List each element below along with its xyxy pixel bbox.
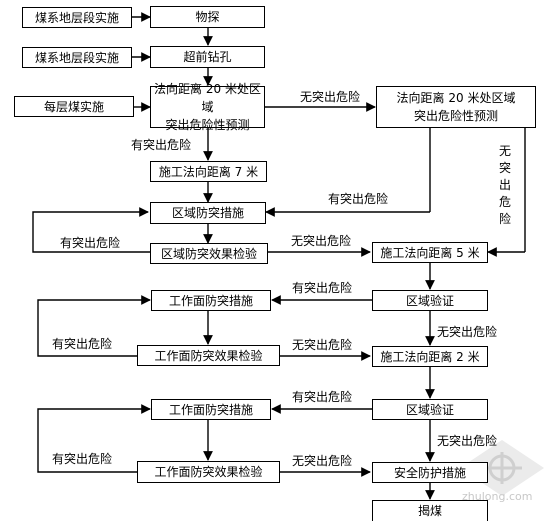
label-no-danger-check: 无突出危险 xyxy=(291,234,352,248)
arrow-check2-loop xyxy=(37,404,151,473)
region-verify-box-2: 区域验证 xyxy=(372,399,488,420)
arrow-check-loop xyxy=(32,207,150,253)
regional-measures-box: 区域防突措施 xyxy=(150,202,266,224)
construct-5m-box: 施工法向距离 5 米 xyxy=(372,242,488,263)
predict-left-line2: 突出危险性预测 xyxy=(165,118,250,132)
label-has-danger-loop2: 有突出危险 xyxy=(52,452,113,466)
face-check-box-2: 工作面防突效果检验 xyxy=(137,461,280,483)
watermark-text: zhulong.com xyxy=(462,490,533,503)
label-no-danger-check2: 无突出危险 xyxy=(292,454,353,468)
predict-left-box: 法向距离 20 米处区域 突出危险性预测 xyxy=(150,82,265,132)
label-has-danger-loop1: 有突出危险 xyxy=(52,337,113,351)
safety-measures-box: 安全防护措施 xyxy=(372,462,488,483)
label-has-danger-predict: 有突出危险 xyxy=(131,138,192,152)
label-has-danger-verify1: 有突出危险 xyxy=(292,281,353,295)
advance-drilling-box: 超前钻孔 xyxy=(150,46,265,68)
arrow-check1-loop xyxy=(37,295,151,357)
each-layer-box: 每层煤实施 xyxy=(14,96,134,117)
label-has-danger-verify2: 有突出危险 xyxy=(292,390,353,404)
coal-uncovering-box: 揭煤 xyxy=(372,500,488,521)
region-verify-box-1: 区域验证 xyxy=(372,290,488,311)
label-no-danger-verify1: 无突出危险 xyxy=(437,325,498,339)
construct-7m-box: 施工法向距离 7 米 xyxy=(150,161,267,182)
predict-right-line1: 法向距离 20 米处区域 xyxy=(396,91,516,105)
regional-check-box: 区域防突效果检验 xyxy=(150,243,268,264)
predict-right-line2: 突出危险性预测 xyxy=(413,109,498,123)
label-no-danger-check1: 无突出危险 xyxy=(292,338,353,352)
label-has-danger-right: 有突出危险 xyxy=(328,192,389,206)
predict-right-box: 法向距离 20 米处区域 突出危险性预测 xyxy=(376,86,536,128)
construct-2m-box: 施工法向距离 2 米 xyxy=(372,346,488,367)
predict-left-line1: 法向距离 20 米处区域 xyxy=(154,82,261,114)
seam-stratum-box-1: 煤系地层段实施 xyxy=(22,7,132,28)
label-no-danger-vertical: 无突出危险 xyxy=(498,144,511,226)
label-no-danger-verify2: 无突出危险 xyxy=(437,434,498,448)
seam-stratum-box-2: 煤系地层段实施 xyxy=(22,47,132,68)
label-has-danger-loop: 有突出危险 xyxy=(60,236,121,250)
face-check-box-1: 工作面防突效果检验 xyxy=(137,345,280,366)
face-measures-box-1: 工作面防突措施 xyxy=(151,290,271,311)
label-no-danger-predict: 无突出危险 xyxy=(300,90,361,104)
exploration-box: 物探 xyxy=(150,6,265,28)
face-measures-box-2: 工作面防突措施 xyxy=(151,399,271,420)
